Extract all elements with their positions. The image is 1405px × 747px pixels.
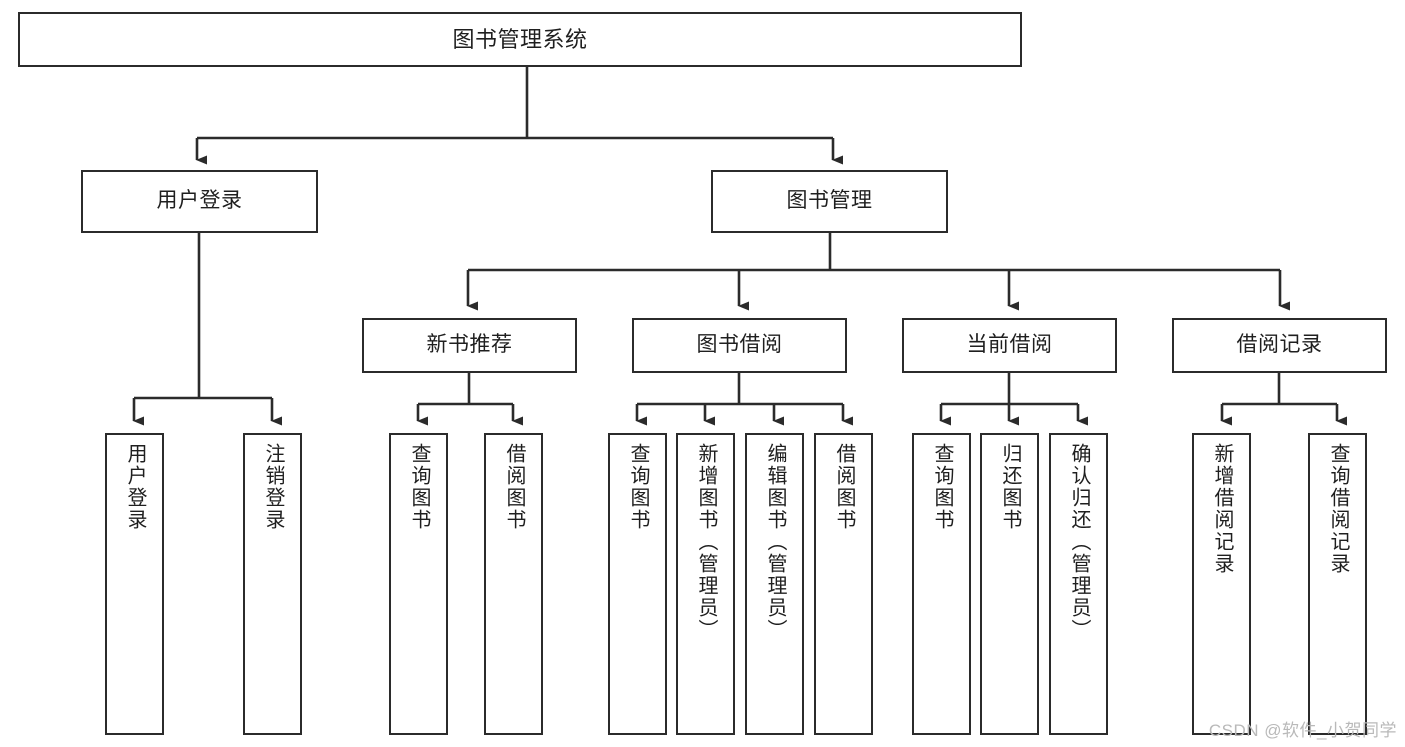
node-label: 当前借阅 [966,333,1053,357]
node-label: 借阅记录 [1236,333,1323,357]
leaf-current-confirm-return[interactable]: 确认归还（管理员） [1049,433,1108,735]
node-label: 图书管理 [786,189,873,213]
leaf-current-return-book[interactable]: 归还图书 [980,433,1039,735]
leaf-new-book-query[interactable]: 查询图书 [389,433,448,735]
node-label: 查询图书 [408,443,430,531]
leaf-record-query[interactable]: 查询借阅记录 [1308,433,1367,735]
node-label: 查询借阅记录 [1327,443,1349,575]
node-label: 图书借阅 [696,333,783,357]
node-label: 新书推荐 [426,333,513,357]
leaf-borrow-query-book[interactable]: 查询图书 [608,433,667,735]
node-root-system[interactable]: 图书管理系统 [18,12,1022,67]
watermark: CSDN @软件_小贺同学 [1208,721,1397,740]
node-new-book-recommend[interactable]: 新书推荐 [362,318,577,373]
node-label: 新增借阅记录 [1211,443,1233,575]
node-label: 注销登录 [262,443,284,531]
node-label: 图书管理系统 [452,26,588,52]
node-label: 用户登录 [124,443,146,531]
leaf-borrow-edit-book[interactable]: 编辑图书（管理员） [745,433,804,735]
node-label: 归还图书 [999,443,1021,531]
node-user-login[interactable]: 用户登录 [81,170,318,233]
node-borrow-record[interactable]: 借阅记录 [1172,318,1387,373]
node-current-borrow[interactable]: 当前借阅 [902,318,1117,373]
leaf-current-query-book[interactable]: 查询图书 [912,433,971,735]
leaf-borrow-add-book[interactable]: 新增图书（管理员） [676,433,735,735]
node-label: 借阅图书 [833,443,855,531]
node-label: 新增图书（管理员） [695,443,717,641]
node-label: 查询图书 [931,443,953,531]
node-label: 查询图书 [627,443,649,531]
leaf-user-login-logout[interactable]: 注销登录 [243,433,302,735]
node-label: 确认归还（管理员） [1068,443,1090,641]
node-label: 用户登录 [156,189,243,213]
leaf-new-book-borrow[interactable]: 借阅图书 [484,433,543,735]
leaf-user-login-login[interactable]: 用户登录 [105,433,164,735]
leaf-borrow-borrow-book[interactable]: 借阅图书 [814,433,873,735]
leaf-record-add[interactable]: 新增借阅记录 [1192,433,1251,735]
node-label: 借阅图书 [503,443,525,531]
node-book-borrow[interactable]: 图书借阅 [632,318,847,373]
node-label: 编辑图书（管理员） [764,443,786,641]
node-book-management[interactable]: 图书管理 [711,170,948,233]
